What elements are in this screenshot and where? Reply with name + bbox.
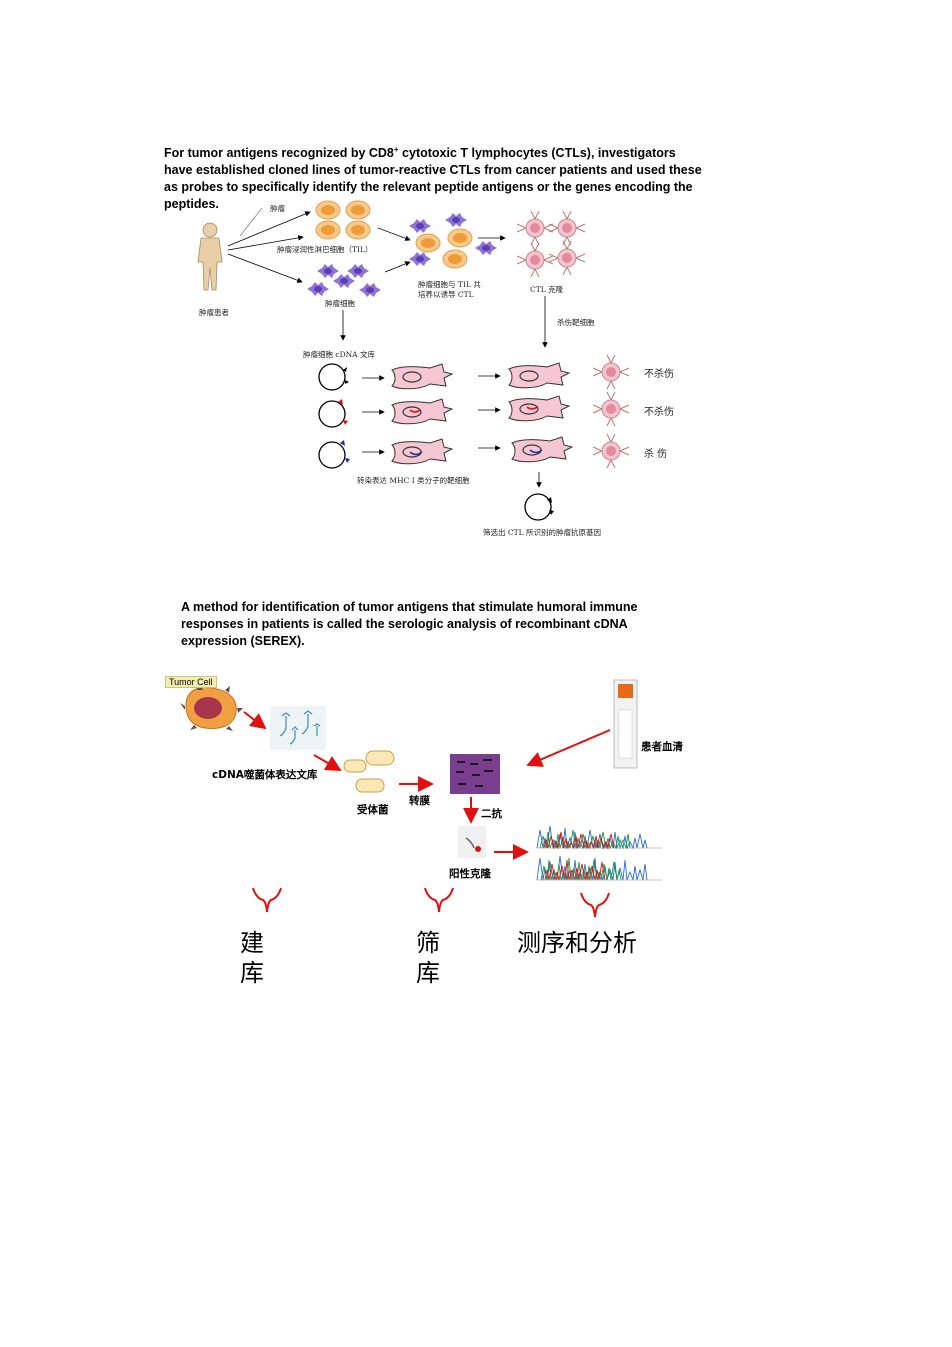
- row-1: [318, 354, 630, 391]
- label-tumor-cells: 肿瘤细胞: [325, 299, 355, 308]
- patient-figure: [197, 222, 223, 291]
- row-3: [318, 433, 630, 469]
- label-patient: 肿瘤患者: [199, 308, 229, 317]
- label-coculture-2: 培养以诱导 CTL: [418, 290, 474, 299]
- label-secondary: 二抗: [481, 808, 502, 820]
- label-til: 肿瘤浸润性淋巴细胞（TIL）: [277, 245, 373, 254]
- label-kill-target: 杀伤靶细胞: [557, 318, 595, 327]
- tumor-cell-icon: [180, 684, 243, 731]
- label-phage-library: cDNA噬菌体表达文库: [212, 769, 318, 781]
- result-1: 不杀伤: [644, 369, 674, 380]
- label-transfect: 转染表达 MHC I 类分子的靶细胞: [357, 476, 470, 485]
- paragraph-ctl-method: For tumor antigens recognized by CD8+ cy…: [164, 145, 702, 212]
- step-build-library: 建库: [240, 929, 264, 987]
- row-2: [318, 391, 630, 428]
- result-2: 不杀伤: [644, 407, 674, 418]
- label-ctl-clone: CTL 克隆: [530, 285, 564, 294]
- step-sequence-analysis: 测序和分析: [517, 929, 637, 957]
- label-cdna-library: 肿瘤细胞 cDNA 文库: [303, 350, 375, 359]
- step-screen-library: 筛库: [416, 929, 440, 987]
- label-screen: 筛选出 CTL 所识别的肿瘤抗原基因: [483, 528, 601, 537]
- result-3: 杀 伤: [644, 449, 668, 460]
- paragraph-serex: A method for identification of tumor ant…: [181, 600, 638, 648]
- label-tumor: 肿瘤: [270, 204, 285, 213]
- label-serum: 患者血清: [641, 741, 683, 753]
- label-tumor-cell: Tumor Cell: [165, 676, 217, 688]
- label-transfer: 转膜: [409, 795, 430, 807]
- label-positive-clone: 阳性克隆: [449, 868, 491, 880]
- label-coculture-1: 肿瘤细胞与 TIL 共: [418, 280, 481, 289]
- label-recipient: 受体菌: [357, 804, 389, 816]
